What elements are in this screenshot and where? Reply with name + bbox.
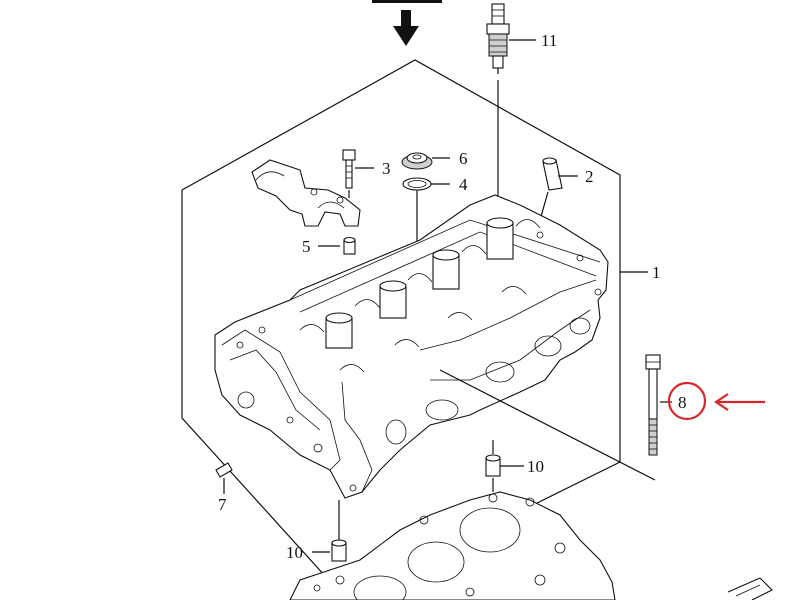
callout-label-4: 4	[459, 175, 468, 194]
dowel-pin-small-part	[215, 462, 233, 494]
left-arrow-icon	[714, 393, 765, 411]
callout-label-10-right: 10	[527, 457, 544, 476]
highlight-circle	[667, 381, 707, 421]
down-arrow-icon	[372, 0, 442, 46]
dowel-pin-part	[318, 236, 356, 255]
head-bolt-part	[645, 354, 672, 456]
bracket-fragment-part	[727, 577, 773, 600]
cam-cap-bolt-part	[342, 149, 374, 198]
callout-label-3: 3	[382, 159, 391, 178]
callout-label-10-left: 10	[286, 543, 303, 562]
spark-plug-part	[486, 3, 536, 220]
oil-cap-part	[401, 152, 450, 170]
callout-label-2: 2	[585, 167, 594, 186]
camshaft-cap-part	[251, 159, 361, 227]
callout-label-7: 7	[218, 495, 227, 514]
callout-label-6: 6	[459, 149, 468, 168]
callout-label-11: 11	[541, 31, 557, 50]
knock-pin-right-part	[485, 440, 524, 492]
callout-label-1: 1	[652, 263, 661, 282]
knock-pin-left-part	[312, 500, 347, 562]
callout-label-5: 5	[302, 237, 311, 256]
callout-label-8: 8	[678, 393, 687, 412]
cylinder-head-part	[214, 194, 609, 499]
head-gasket-part	[289, 491, 616, 600]
